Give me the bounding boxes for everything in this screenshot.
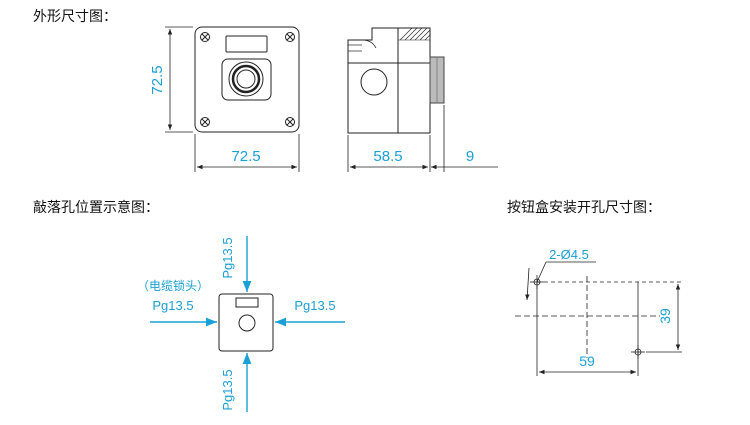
knockout-left-label: Pg13.5 [152, 298, 193, 313]
knockout-box-outline [218, 293, 274, 352]
mounting-cutout [515, 261, 682, 376]
side-view [347, 27, 498, 172]
push-button-ring [231, 64, 261, 94]
knockout-hole-side [360, 68, 388, 96]
hole-leader [536, 261, 547, 283]
enclosure-front-outline [194, 26, 300, 133]
mount-holes-label: 2-Ø4.5 [549, 247, 589, 262]
knockout-top-label: Pg13.5 [220, 237, 235, 278]
knockout-drawing-heading: 敲落孔位置示意图： [33, 200, 159, 216]
knockout-bottom-label: Pg13.5 [220, 369, 235, 410]
corner-screw-icons [200, 32, 295, 127]
mounting-drawing-heading: 按钮盒安装开孔尺寸图： [507, 200, 661, 216]
mount-horizontal-label: 59 [579, 353, 595, 369]
knockout-left-note: （电缆锁头） [137, 278, 209, 293]
mount-vertical-label: 39 [657, 308, 673, 324]
height-dimension-label: 72.5 [149, 65, 166, 94]
front-view [165, 26, 300, 172]
outline-drawing-heading: 外形尺寸图： [33, 9, 117, 25]
button-bezel [221, 58, 272, 101]
width-dimension-label: 72.5 [231, 148, 260, 165]
push-button-ring-outer [228, 61, 264, 97]
hatch-pattern [398, 27, 431, 41]
label-slot [225, 35, 268, 53]
knockout-arrows [150, 236, 345, 412]
depth-dimension-label: 58.5 [373, 148, 402, 165]
push-button-cap [236, 69, 256, 89]
knockout-label-slot [235, 297, 259, 308]
knockout-button-circle [238, 314, 256, 332]
knockout-box [218, 293, 274, 352]
button-dimension-label: 9 [466, 148, 474, 165]
knockout-right-label: Pg13.5 [294, 298, 335, 313]
enclosure-side-outline [347, 27, 431, 134]
